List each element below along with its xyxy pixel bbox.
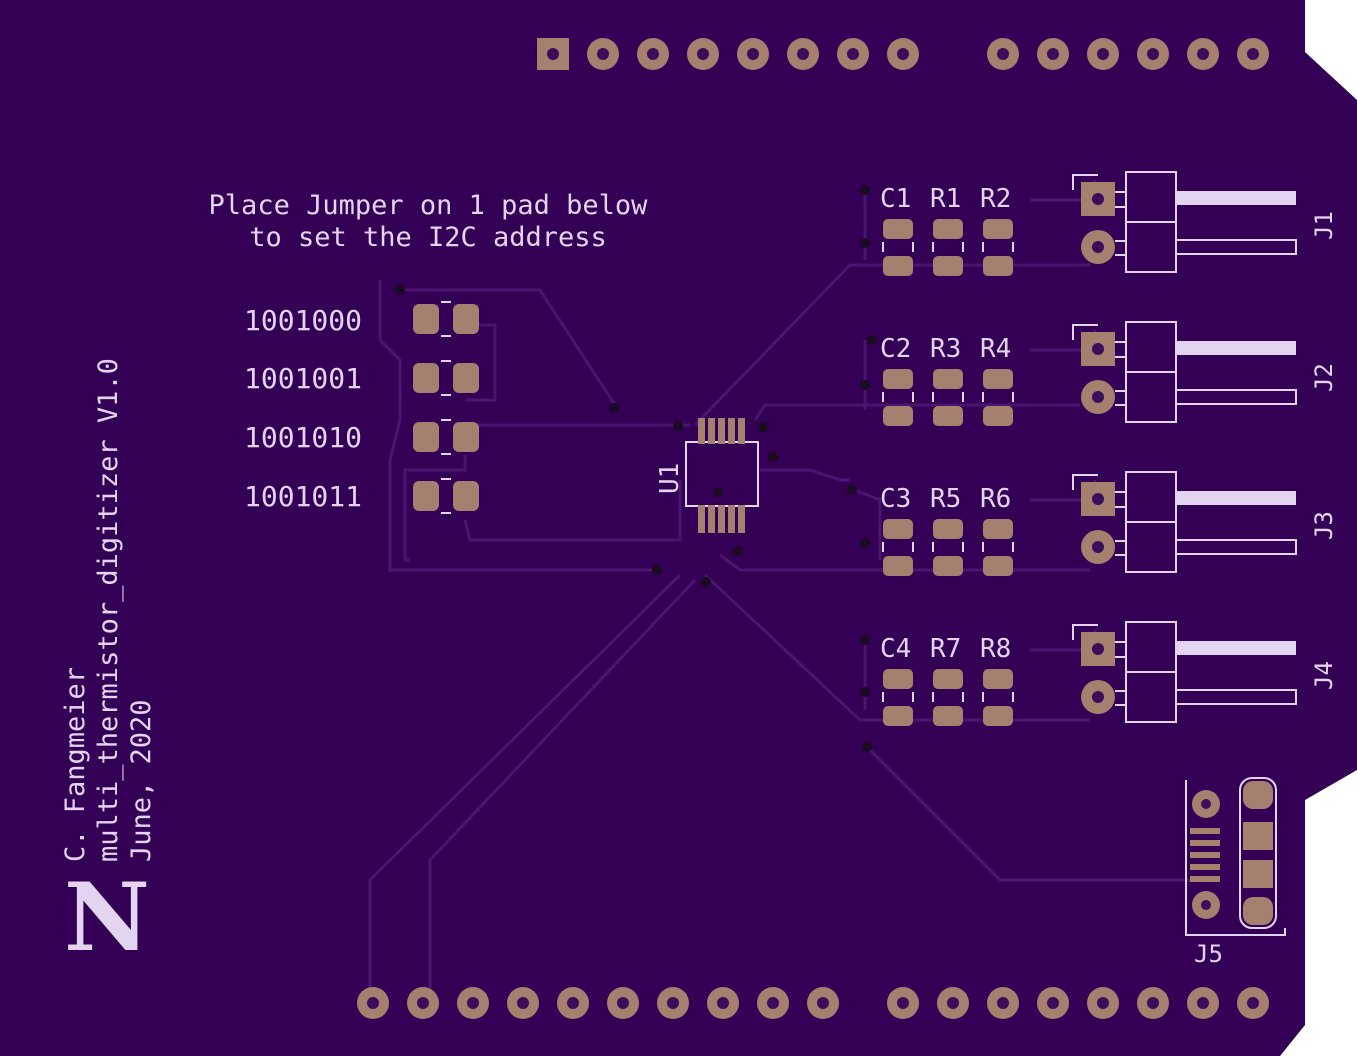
solder-jumper-1 bbox=[413, 360, 479, 396]
channel-3: C3 R5 R6 J3 bbox=[880, 471, 1338, 576]
ic-u1: U1 bbox=[655, 418, 759, 533]
connector-label-j4: J4 bbox=[1310, 661, 1338, 690]
logo-n-icon: N bbox=[64, 863, 150, 973]
logo-letter: N bbox=[64, 863, 150, 973]
vias bbox=[395, 185, 877, 752]
solder-jumper-2 bbox=[413, 419, 479, 455]
top-header bbox=[537, 38, 1269, 70]
cap-label-c2: C2 bbox=[880, 334, 911, 364]
address-label-3: 1001011 bbox=[244, 480, 362, 513]
solder-jumper-0 bbox=[413, 301, 479, 337]
credits-date: June, 2020 bbox=[126, 699, 157, 862]
address-jumpers bbox=[413, 301, 479, 514]
jumper-instruction-line2: to set the I2C address bbox=[249, 222, 607, 253]
address-label-2: 1001010 bbox=[244, 421, 362, 454]
connector-j5: J5 bbox=[1185, 777, 1286, 968]
res-label-r5: R5 bbox=[930, 484, 961, 514]
res-label-r8: R8 bbox=[980, 634, 1011, 664]
res-label-r2: R2 bbox=[980, 184, 1011, 214]
connector-label-j2: J2 bbox=[1310, 363, 1338, 392]
connector-j3: J3 bbox=[1072, 471, 1338, 573]
credits-project: multi_thermistor_digitizer V1.0 bbox=[93, 358, 124, 862]
connector-label-j3: J3 bbox=[1310, 511, 1338, 540]
res-label-r1: R1 bbox=[930, 184, 961, 214]
connector-label-j5: J5 bbox=[1194, 940, 1223, 968]
channel-1: C1 R1 R2 J1 bbox=[880, 171, 1338, 276]
credits-author: C. Fangmeier bbox=[60, 667, 91, 862]
solder-jumper-3 bbox=[413, 478, 479, 514]
channel-4: C4 R7 R8 J4 bbox=[880, 621, 1338, 726]
address-label-1: 1001001 bbox=[244, 362, 362, 395]
connector-j1: J1 bbox=[1072, 171, 1338, 273]
cap-label-c4: C4 bbox=[880, 634, 911, 664]
res-label-r3: R3 bbox=[930, 334, 961, 364]
channel-2: C2 R3 R4 J2 bbox=[880, 321, 1338, 426]
connector-j4: J4 bbox=[1072, 621, 1338, 723]
connector-label-j1: J1 bbox=[1310, 211, 1338, 240]
cap-label-c3: C3 bbox=[880, 484, 911, 514]
cap-label-c1: C1 bbox=[880, 184, 911, 214]
bottom-header bbox=[357, 987, 1269, 1019]
res-label-r6: R6 bbox=[980, 484, 1011, 514]
res-label-r7: R7 bbox=[930, 634, 961, 664]
ic-u1-label: U1 bbox=[655, 463, 685, 494]
address-label-0: 1001000 bbox=[244, 304, 362, 337]
connector-j2: J2 bbox=[1072, 321, 1338, 423]
res-label-r4: R4 bbox=[980, 334, 1011, 364]
jumper-instruction-line1: Place Jumper on 1 pad below bbox=[209, 190, 649, 221]
